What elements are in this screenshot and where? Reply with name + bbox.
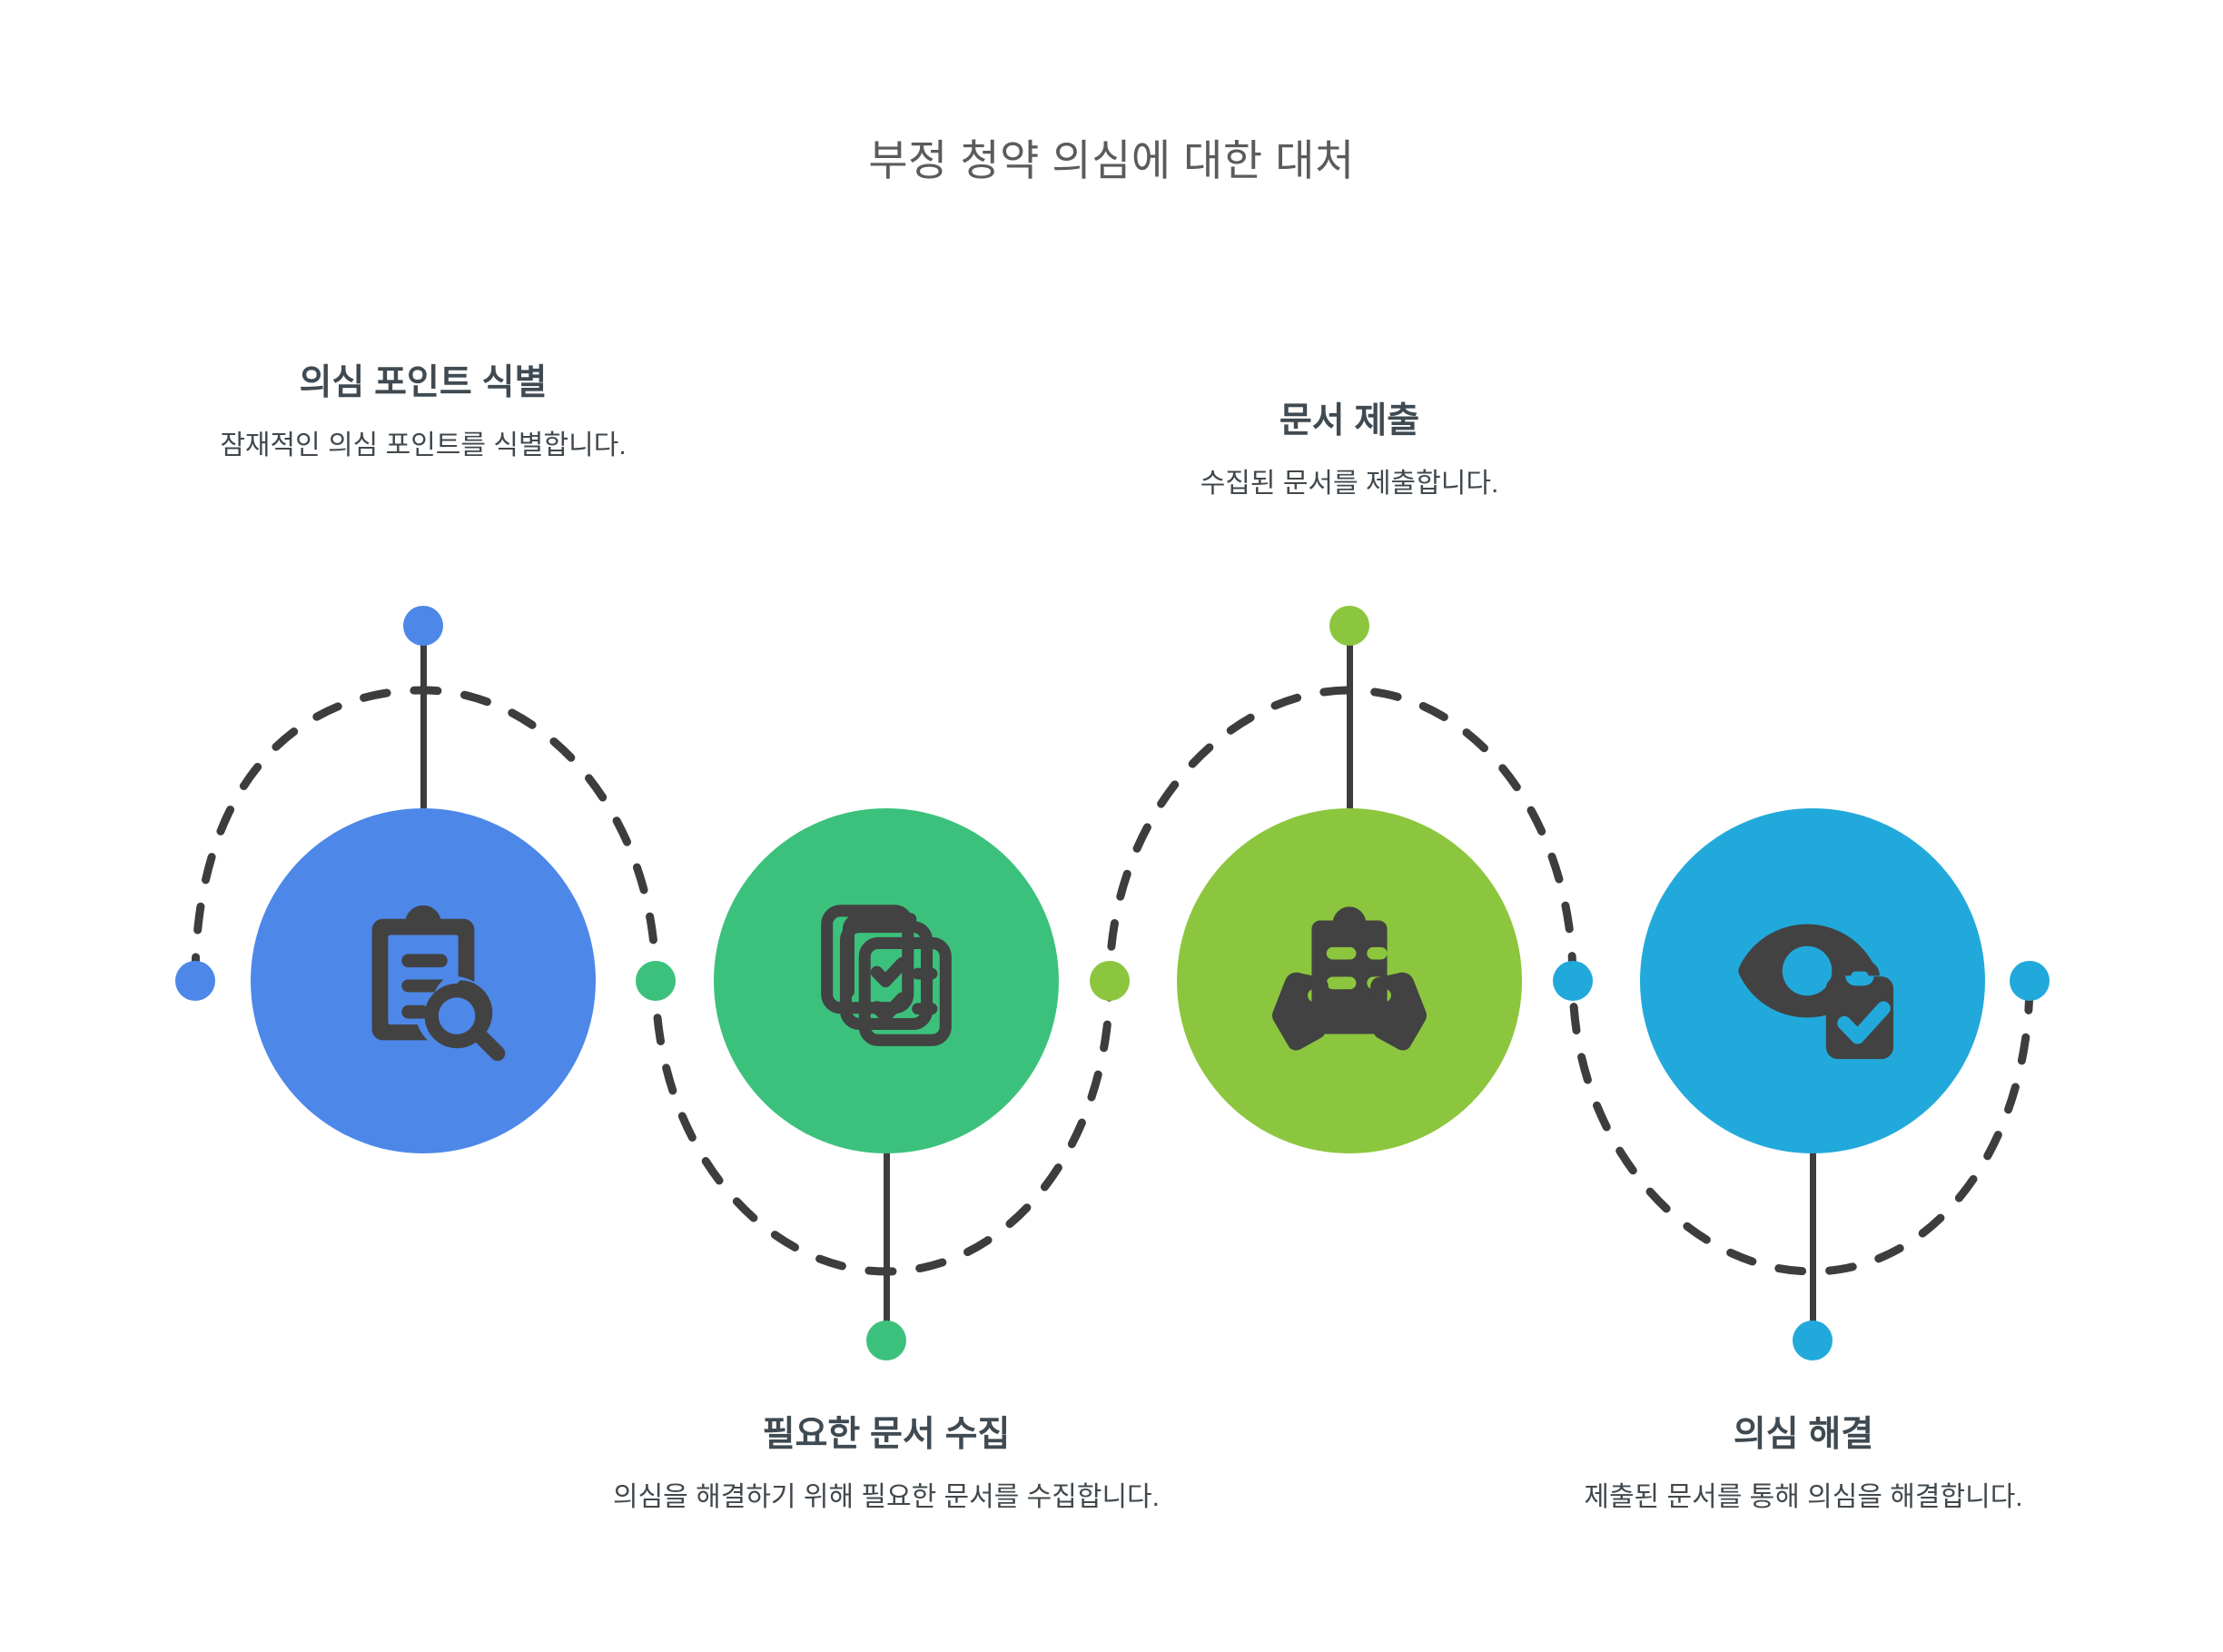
step-4-stem-dot bbox=[1793, 1321, 1833, 1360]
step-3-title: 문서 제출 bbox=[1279, 401, 1420, 440]
step-3-circle[interactable] bbox=[1177, 808, 1522, 1153]
step-2-title: 필요한 문서 수집 bbox=[762, 1415, 1011, 1454]
step-2-label: 필요한 문서 수집 의심을 해결하기 위해 필요한 문서를 수집합니다. bbox=[550, 1413, 1222, 1517]
hands-holding-document-icon bbox=[1272, 906, 1427, 1051]
clipboard-search-icon bbox=[371, 905, 506, 1062]
wave-dot-1-2 bbox=[636, 961, 676, 1001]
step-2-desc: 의심을 해결하기 위해 필요한 문서를 수집합니다. bbox=[612, 1481, 1160, 1512]
step-1-desc: 잠재적인 의심 포인트를 식별합니다. bbox=[220, 430, 627, 460]
wave-dot-end bbox=[2010, 961, 2050, 1001]
step-4-stem bbox=[1810, 1143, 1816, 1340]
page-title: 부정 청약 의심에 대한 대처 bbox=[868, 136, 1355, 184]
step-3-label: 문서 제출 수집된 문서를 제출합니다. bbox=[1013, 400, 1685, 503]
stacked-documents-check-icon bbox=[821, 905, 952, 1046]
step-4-label: 의심 해결 제출된 문서를 통해 의심을 해결합니다. bbox=[1467, 1413, 2139, 1517]
step-3-stem-dot bbox=[1329, 606, 1369, 646]
step-3-stem bbox=[1347, 626, 1353, 822]
wave-dot-start bbox=[175, 961, 215, 1001]
step-2-stem bbox=[884, 1143, 890, 1340]
step-1-stem-dot bbox=[403, 606, 443, 646]
eye-clipboard-check-icon bbox=[1738, 924, 1894, 1060]
step-1-stem bbox=[420, 626, 427, 822]
step-1-title: 의심 포인트 식별 bbox=[299, 363, 548, 402]
step-2-circle[interactable] bbox=[714, 808, 1059, 1153]
wave-dot-2-3 bbox=[1090, 961, 1130, 1001]
step-1-label: 의심 포인트 식별 잠재적인 의심 포인트를 식별합니다. bbox=[87, 361, 759, 465]
step-4-desc: 제출된 문서를 통해 의심을 해결합니다. bbox=[1584, 1481, 2023, 1512]
step-3-desc: 수집된 문서를 제출합니다. bbox=[1200, 468, 1499, 499]
wave-dot-3-4 bbox=[1553, 961, 1593, 1001]
step-4-circle[interactable] bbox=[1640, 808, 1985, 1153]
step-4-title: 의심 해결 bbox=[1733, 1415, 1874, 1454]
step-1-circle[interactable] bbox=[251, 808, 596, 1153]
step-2-stem-dot bbox=[866, 1321, 906, 1360]
